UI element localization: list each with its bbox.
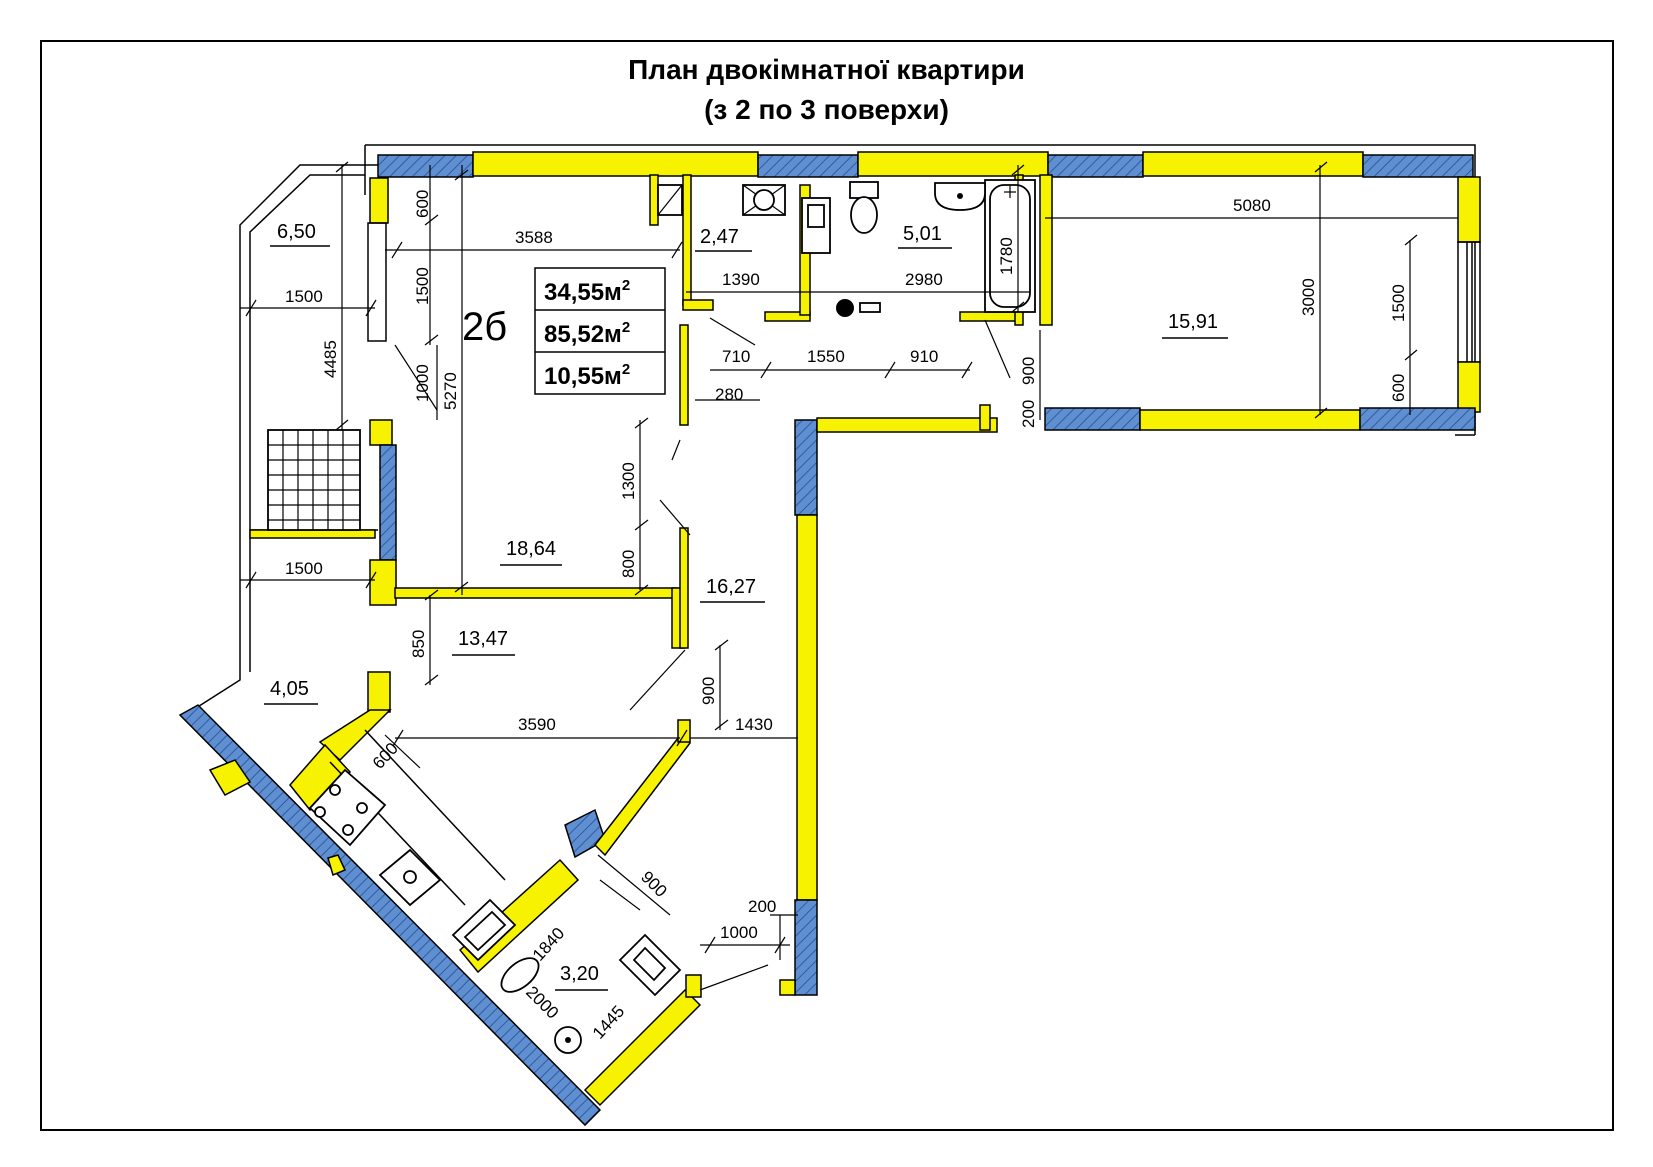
summary-kitchen: 10,55м2 <box>544 361 630 390</box>
dim-1390: 1390 <box>722 270 760 289</box>
summary-total: 85,52м2 <box>544 319 630 348</box>
bathroom-sink-icon <box>934 182 986 211</box>
dim-600-right: 600 <box>1389 374 1408 402</box>
dim-1500-left: 1500 <box>285 287 323 306</box>
radiator-grid <box>267 429 361 531</box>
dim-3588: 3588 <box>515 228 553 247</box>
appliance-box-icon <box>451 898 517 962</box>
stove-icon <box>308 768 387 847</box>
dim-1500-mid: 1500 <box>285 559 323 578</box>
dim-1840: 1840 <box>529 924 568 965</box>
dim-5270: 5270 <box>441 372 460 410</box>
bathroom-toilet-icon <box>849 181 879 234</box>
dim-200-toilet: 200 <box>748 897 776 916</box>
apartment-label: 2б <box>462 305 507 349</box>
dim-900-toilet: 900 <box>637 867 670 900</box>
room-area-loggia-bottom: 4,05 <box>270 678 309 700</box>
dim-910: 910 <box>910 347 938 366</box>
dim-1500-top: 1500 <box>413 267 432 305</box>
kitchen-sink-icon <box>378 848 442 907</box>
bedroom-bottom-wall <box>1044 407 1476 436</box>
room-area-bedroom: 15,91 <box>1168 311 1218 333</box>
living-bottom-wall <box>394 587 685 649</box>
building-outline <box>364 144 1476 435</box>
dim-1300: 1300 <box>619 462 638 500</box>
hall-east-wall <box>779 404 998 996</box>
dim-4485: 4485 <box>321 340 340 378</box>
title-line-1: План двокімнатної квартири <box>628 54 1025 85</box>
room-area-hall: 16,27 <box>706 576 756 598</box>
drain-icon <box>836 299 881 317</box>
room-area-bathroom: 5,01 <box>903 223 942 245</box>
dim-1550: 1550 <box>807 347 845 366</box>
washer-icon <box>801 197 831 254</box>
boiler-icon <box>742 184 786 216</box>
summary-living: 34,55м2 <box>544 277 630 306</box>
room-labels: 6,50 2,47 5,01 15,91 18,64 16,27 13,47 4… <box>264 221 1228 991</box>
bathtub-icon <box>984 179 1036 313</box>
dim-900-hall: 900 <box>699 677 718 705</box>
room-area-wardrobe: 2,47 <box>700 226 739 248</box>
top-exterior-wall <box>377 151 1474 178</box>
dim-1445: 1445 <box>589 1002 628 1043</box>
dimension-labels: 600 3588 1500 1500 4485 1000 5270 1390 2… <box>285 190 1408 1043</box>
dim-1000: 1000 <box>413 364 432 402</box>
area-summary-box: 34,55м2 85,52м2 10,55м2 <box>534 267 666 395</box>
dim-1500-right: 1500 <box>1389 284 1408 322</box>
room-area-loggia-top: 6,50 <box>277 221 316 243</box>
dimension-ticks <box>245 161 1418 954</box>
dim-710: 710 <box>722 347 750 366</box>
dim-600-top: 600 <box>413 190 432 218</box>
dim-1430: 1430 <box>735 715 773 734</box>
dim-1000-toilet: 1000 <box>720 923 758 942</box>
appliance-box-2-icon <box>618 933 682 997</box>
drawing-frame <box>40 40 1614 1131</box>
toilet-bowl-icon <box>500 957 582 1054</box>
room-area-kitchen: 13,47 <box>458 628 508 650</box>
dim-200-bath: 200 <box>1019 400 1038 428</box>
shaft-icon <box>657 184 683 216</box>
dim-3590: 3590 <box>518 715 556 734</box>
kitchen-walls <box>178 671 702 1127</box>
dim-3000: 3000 <box>1299 278 1318 316</box>
dimension-lines <box>240 165 1458 960</box>
dim-2980: 2980 <box>905 270 943 289</box>
room-area-toilet: 3,20 <box>560 963 599 985</box>
door-lines <box>394 317 1011 991</box>
dim-1780: 1780 <box>997 237 1016 275</box>
dim-2000: 2000 <box>522 982 562 1022</box>
dim-600-kitchen: 600 <box>369 739 402 773</box>
living-left-wall <box>367 177 397 606</box>
room-area-living: 18,64 <box>506 538 556 560</box>
dim-900-bath: 900 <box>1019 357 1038 385</box>
right-exterior-wall <box>1457 176 1481 413</box>
dim-280: 280 <box>715 385 743 404</box>
title-line-2: (з 2 по 3 поверхи) <box>704 94 949 125</box>
dim-800: 800 <box>619 550 638 578</box>
dim-5080: 5080 <box>1233 196 1271 215</box>
plan-title: План двокімнатної квартири (з 2 по 3 пов… <box>0 50 1653 130</box>
dim-850: 850 <box>409 630 428 658</box>
